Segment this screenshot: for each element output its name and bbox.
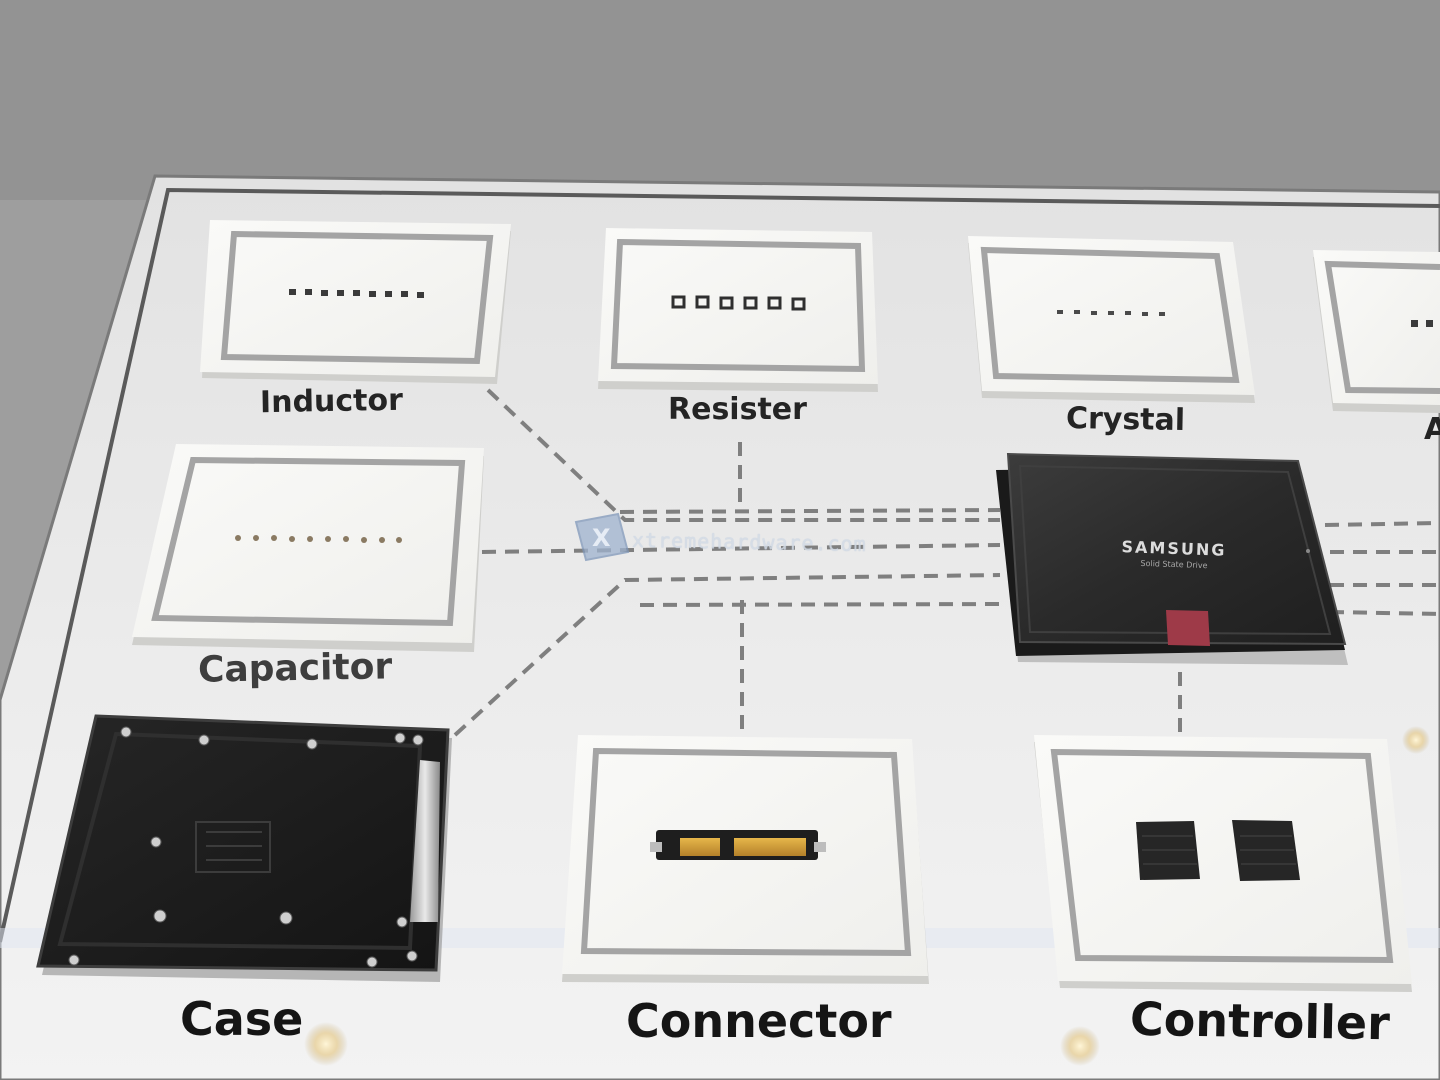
tile-inductor-frame xyxy=(220,230,494,365)
tile-partial-frame xyxy=(1324,260,1440,394)
partial-components xyxy=(1411,320,1433,327)
label-resister: Resister xyxy=(668,392,807,427)
watermark-text: xtremehardware.com xyxy=(631,527,867,557)
sata-power-contacts xyxy=(734,838,806,856)
connection-lines xyxy=(453,388,1440,740)
tile-inductor-face xyxy=(200,220,511,377)
line-right-4 xyxy=(1329,610,1440,616)
line-inductor xyxy=(486,388,1000,522)
case-rail xyxy=(410,760,440,922)
case-screws xyxy=(68,726,424,968)
case-body xyxy=(36,714,450,972)
case-inner xyxy=(57,731,423,951)
ssd-top-inset xyxy=(1018,464,1332,636)
line-right-1 xyxy=(1324,521,1440,527)
label-inductor: Inductor xyxy=(259,382,404,421)
crystal-components xyxy=(1057,310,1165,316)
label-case: Case xyxy=(180,992,304,1046)
tile-crystal-frame xyxy=(980,246,1240,384)
sata-data-contacts xyxy=(680,838,720,856)
tile-resister-frame xyxy=(610,238,866,373)
ssd-badge xyxy=(1166,610,1210,646)
board-inner-frame xyxy=(0,187,1440,943)
line-capacitor xyxy=(481,543,1001,554)
inductor-components xyxy=(289,289,424,298)
tile-partial xyxy=(1313,250,1440,413)
tile-controller-frame xyxy=(1050,748,1394,964)
tile-connector xyxy=(562,735,929,984)
xtremehardware-logo-icon: X xyxy=(574,512,630,562)
tile-crystal xyxy=(968,236,1255,403)
tile-case xyxy=(36,714,452,982)
svg-text:X: X xyxy=(592,524,611,552)
sata-connector xyxy=(650,830,826,860)
tile-resister xyxy=(598,228,878,392)
board-reflection xyxy=(1402,726,1430,754)
line-bus-top xyxy=(619,508,1001,514)
controller-chip-grid xyxy=(1142,835,1296,865)
label-connector: Connector xyxy=(626,994,892,1048)
tile-crystal-face xyxy=(968,236,1255,395)
tile-connector-frame xyxy=(580,747,912,957)
tile-capacitor-frame xyxy=(151,456,466,627)
case-label-plate xyxy=(195,821,271,873)
tile-capacitor-face xyxy=(132,444,484,643)
label-controller: Controller xyxy=(1129,991,1391,1051)
tile-capacitor xyxy=(132,444,484,652)
floor-lamp-left xyxy=(304,1022,348,1066)
label-capacitor: Capacitor xyxy=(197,646,393,691)
capacitor-components xyxy=(235,535,402,543)
sata-left-tab xyxy=(650,842,662,852)
tile-inductor xyxy=(200,220,511,384)
ssd-body xyxy=(1006,452,1347,646)
label-crystal: Crystal xyxy=(1065,400,1186,439)
tile-resister-face xyxy=(598,228,878,384)
label-partial: A xyxy=(1424,412,1440,447)
line-case xyxy=(453,573,1001,737)
resister-components xyxy=(671,295,806,311)
tile-controller-face xyxy=(1034,735,1412,984)
line-bus-bottom xyxy=(639,602,1001,607)
floor-lamp-right xyxy=(1060,1026,1100,1066)
ssd-assembled xyxy=(996,452,1348,665)
ssd-indicator xyxy=(1306,549,1310,553)
tile-controller xyxy=(1034,735,1412,992)
wall-upper-shade xyxy=(0,0,1440,200)
sata-right-tab xyxy=(814,842,826,852)
